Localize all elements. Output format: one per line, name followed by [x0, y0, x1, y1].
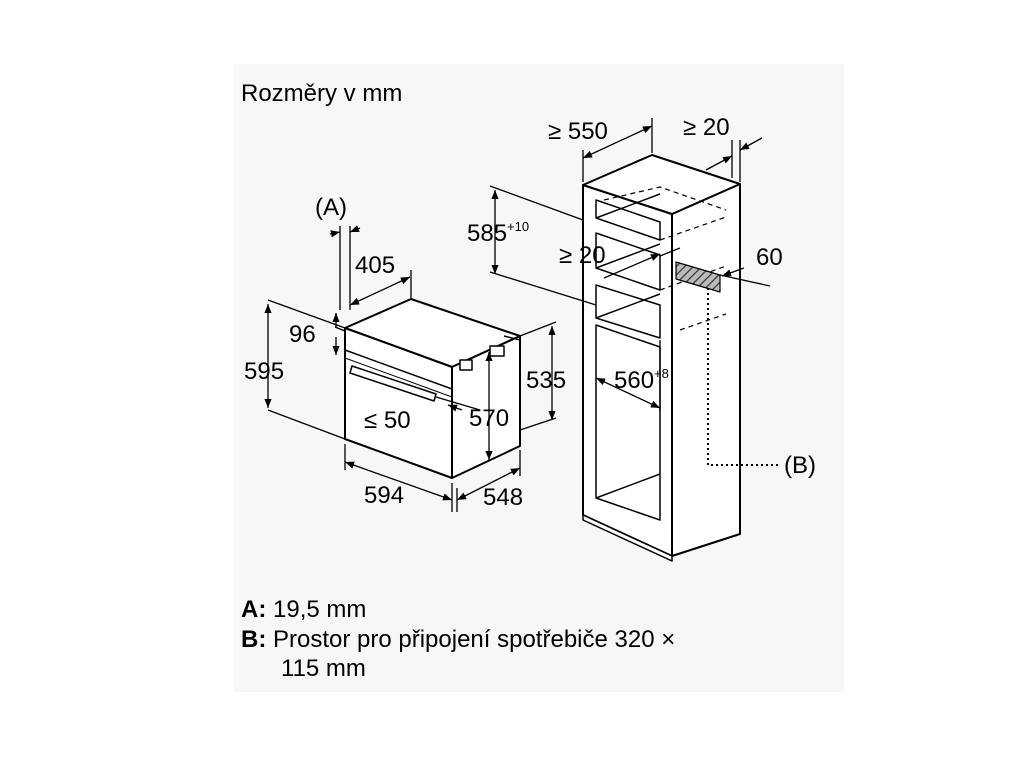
note-b-text: Prostor pro připojení spotřebiče 320 ×	[273, 626, 676, 653]
diagram-background	[234, 64, 844, 692]
dim-535: 535	[526, 367, 567, 394]
dim-60: 60	[756, 244, 783, 271]
note-a-text: 19,5 mm	[273, 596, 367, 623]
oven-front	[344, 327, 453, 479]
note-b-key: B:	[241, 626, 267, 653]
cabinet-drawing	[582, 154, 741, 562]
dim-585-tolerance: +10	[507, 219, 530, 234]
dim-560-value: 560	[614, 367, 655, 394]
dim-594: 594	[364, 482, 405, 509]
dim-20-top: ≥ 20	[683, 114, 730, 141]
dim-96: 96	[289, 321, 316, 348]
dim-560-tolerance: +8	[654, 366, 669, 381]
dim-595: 595	[244, 358, 285, 385]
connection-area	[675, 261, 721, 293]
dim-50: ≤ 50	[364, 407, 411, 434]
marker-a: (A)	[315, 194, 347, 221]
dim-585-value: 585	[467, 220, 508, 247]
b-leader	[707, 288, 780, 466]
dim-20-inner: ≥ 20	[559, 242, 606, 269]
page-title: Rozměry v mm	[241, 80, 403, 107]
dim-550: ≥ 550	[548, 118, 608, 145]
dim-585: 585+10	[467, 219, 530, 247]
marker-b: (B)	[784, 452, 816, 479]
dim-560: 560+8	[614, 366, 669, 394]
cabinet-side	[671, 183, 741, 557]
dim-570: 570	[469, 405, 510, 432]
oven-handle	[349, 365, 437, 402]
note-b-continuation: 115 mm	[281, 655, 366, 682]
note-a-key: A:	[241, 596, 267, 623]
dim-405: 405	[355, 252, 396, 279]
note-a: A: 19,5 mm	[241, 598, 366, 622]
dim-548: 548	[483, 484, 524, 511]
cabinet-top	[582, 154, 741, 215]
oven-drawing	[344, 298, 521, 479]
note-b: B: Prostor pro připojení spotřebiče 320 …	[241, 628, 675, 652]
